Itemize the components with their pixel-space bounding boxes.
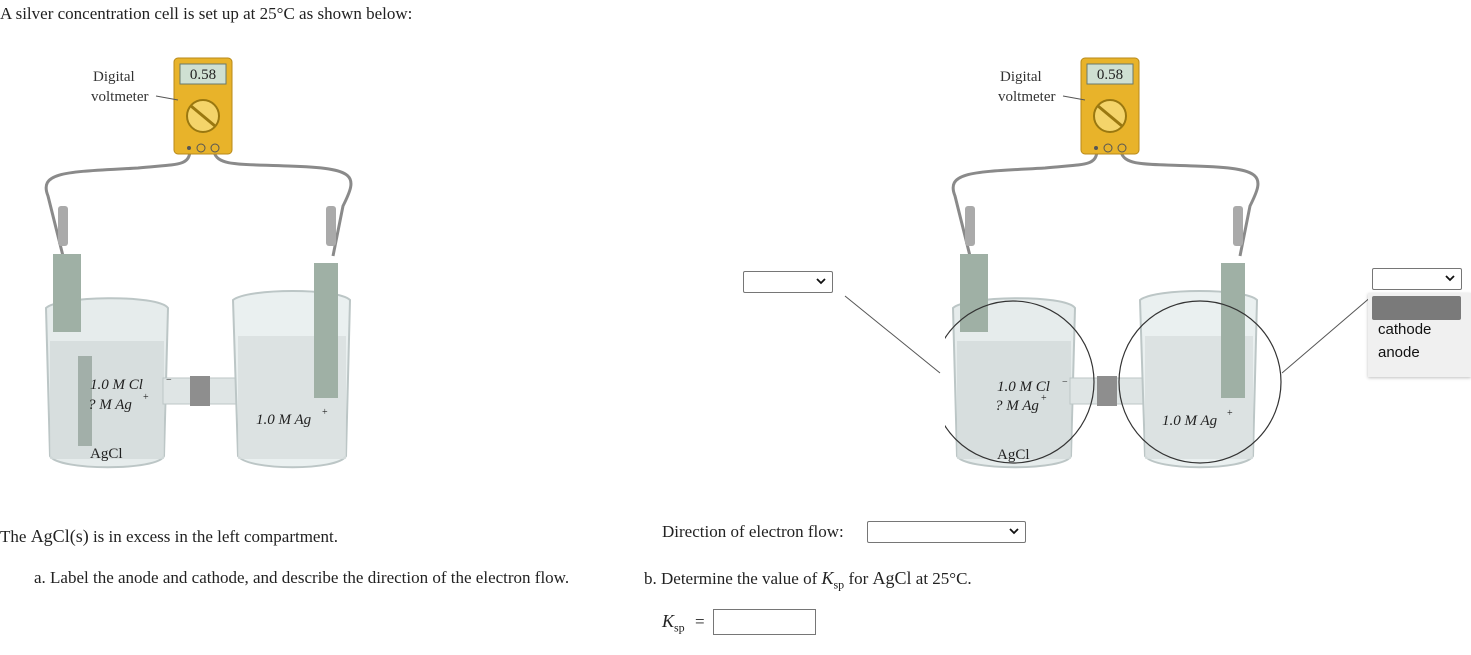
option-blank[interactable] (1372, 296, 1461, 320)
right-electrode-select[interactable] (1372, 268, 1462, 290)
ksp-input-value (714, 610, 815, 616)
question-b-subscript: sp (834, 577, 845, 591)
statement-prefix: The (0, 527, 31, 546)
statement-formula: AgCl(s) (31, 526, 89, 546)
question-b-middle: for (844, 569, 872, 588)
question-b-symbol: K (822, 568, 834, 588)
ksp-symbol: K (662, 611, 674, 631)
question-b-suffix: at 25°C. (912, 569, 972, 588)
question-a: a. Label the anode and cathode, and desc… (34, 568, 569, 588)
question-b: b. Determine the value of Ksp for AgCl a… (644, 568, 972, 592)
ksp-equals: = (695, 612, 705, 631)
ksp-label: Ksp = (662, 611, 705, 635)
question-b-compound: AgCl (873, 568, 912, 588)
ksp-input[interactable] (713, 609, 816, 635)
left-electrode-select[interactable] (743, 271, 833, 293)
statement-text: The AgCl(s) is in excess in the left com… (0, 526, 338, 547)
right-electrode-options: cathode anode (1368, 293, 1471, 377)
electron-flow-select[interactable] (867, 521, 1026, 543)
option-anode[interactable]: anode (1368, 343, 1471, 366)
question-b-prefix: b. Determine the value of (644, 569, 822, 588)
option-cathode[interactable]: cathode (1368, 320, 1471, 343)
statement-suffix: is in excess in the left compartment. (89, 527, 338, 546)
ksp-subscript: sp (674, 620, 685, 634)
chevron-down-icon (1444, 272, 1456, 284)
chevron-down-icon (1008, 525, 1020, 537)
chevron-down-icon (815, 275, 827, 287)
electron-flow-label: Direction of electron flow: (662, 522, 844, 542)
